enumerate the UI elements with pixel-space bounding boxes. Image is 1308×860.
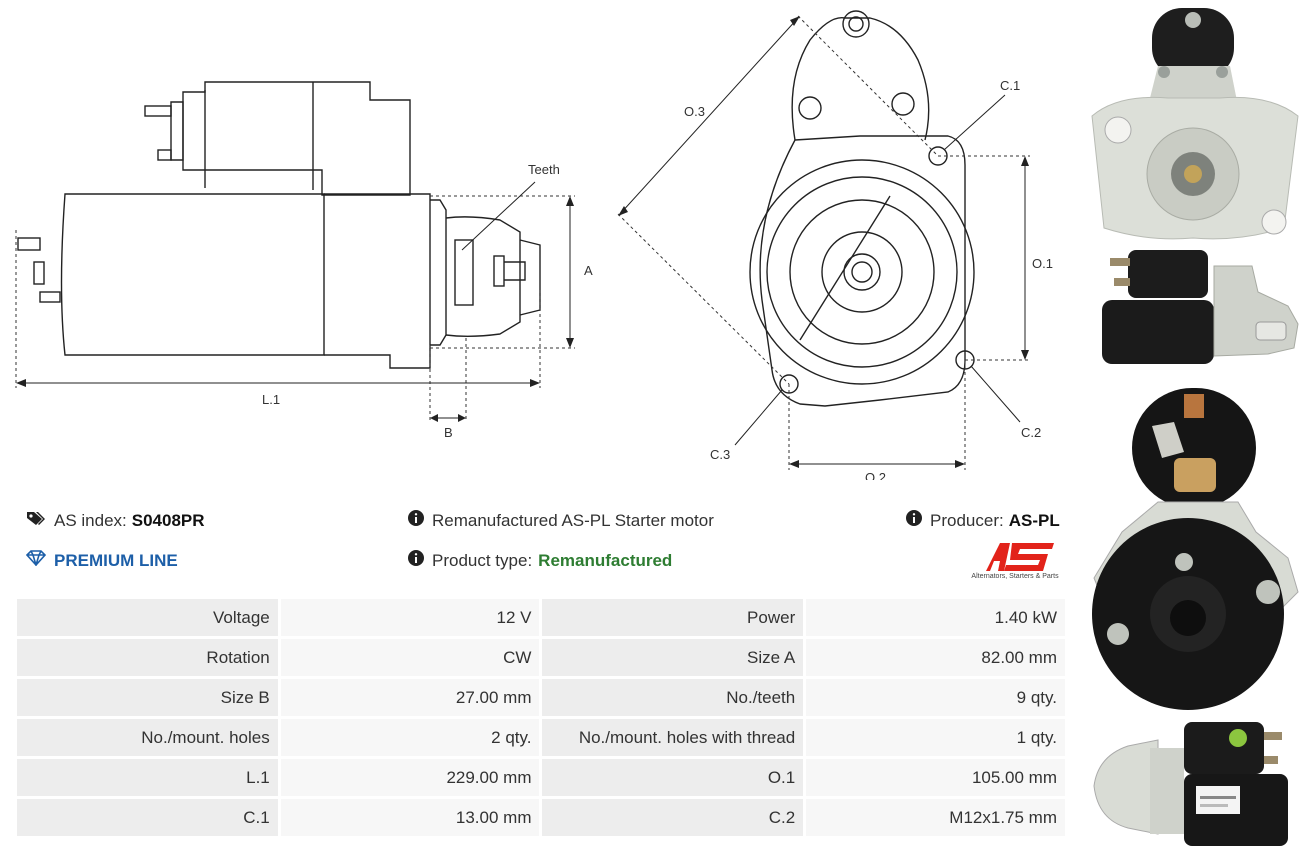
spec-value: 2 qty.: [280, 719, 540, 756]
o3-label: O.3: [684, 104, 705, 119]
description-text: Remanufactured AS-PL Starter motor: [432, 510, 714, 530]
info-icon: [408, 510, 424, 531]
spec-value: 13.00 mm: [280, 799, 540, 836]
info-icon: [906, 510, 922, 531]
spec-label: Voltage: [17, 599, 278, 636]
spec-value: 1 qty.: [806, 719, 1065, 756]
table-row: No./mount. holes 2 qty. No./mount. holes…: [17, 719, 1065, 756]
size-a-label: A: [584, 263, 593, 278]
product-photo-side[interactable]: [1088, 244, 1300, 374]
spec-label: No./teeth: [542, 679, 804, 716]
as-index-value: S0408PR: [131, 510, 205, 530]
spec-value: 27.00 mm: [280, 679, 540, 716]
spec-label: No./mount. holes: [17, 719, 278, 756]
size-b-label: B: [444, 425, 453, 440]
table-row: Size B 27.00 mm No./teeth 9 qty.: [17, 679, 1065, 716]
product-photo-label-side[interactable]: [1088, 716, 1300, 854]
as-index-label: AS index:: [54, 510, 127, 530]
spec-label: Rotation: [17, 639, 278, 676]
table-row: Rotation CW Size A 82.00 mm: [17, 639, 1065, 676]
spec-value: M12x1.75 mm: [806, 799, 1065, 836]
table-row: C.1 13.00 mm C.2 M12x1.75 mm: [17, 799, 1065, 836]
spec-value: 9 qty.: [806, 679, 1065, 716]
spec-value: 229.00 mm: [280, 759, 540, 796]
teeth-label: Teeth: [528, 162, 560, 177]
spec-label: C.2: [542, 799, 804, 836]
producer-label: Producer:: [930, 510, 1004, 530]
tag-icon: [26, 510, 46, 531]
spec-label: Size B: [17, 679, 278, 716]
spec-value: 12 V: [280, 599, 540, 636]
info-icon: [408, 550, 424, 571]
spec-label: C.1: [17, 799, 278, 836]
spec-label: O.1: [542, 759, 804, 796]
spec-label: L.1: [17, 759, 278, 796]
premium-line-label: PREMIUM LINE: [54, 550, 178, 570]
c3-label: C.3: [710, 447, 730, 462]
product-type: Product type: Remanufactured: [408, 550, 672, 571]
as-pl-logo: Alternators, Starters & Parts: [960, 539, 1070, 585]
producer-value: AS-PL: [1008, 510, 1060, 530]
table-row: L.1 229.00 mm O.1 105.00 mm: [17, 759, 1065, 796]
c2-label: C.2: [1021, 425, 1041, 440]
product-photo-front[interactable]: [1088, 6, 1300, 242]
premium-line: PREMIUM LINE: [25, 550, 178, 571]
product-photo-rear[interactable]: [1088, 382, 1300, 712]
c1-label: C.1: [1000, 78, 1020, 93]
spec-label: No./mount. holes with thread: [542, 719, 804, 756]
spec-label: Size A: [542, 639, 804, 676]
table-row: Voltage 12 V Power 1.40 kW: [17, 599, 1065, 636]
spec-value: 82.00 mm: [806, 639, 1065, 676]
diamond-icon: [25, 550, 47, 571]
spec-value: CW: [280, 639, 540, 676]
product-type-value: Remanufactured: [538, 550, 673, 570]
l1-label: L.1: [262, 392, 280, 407]
spec-value: 1.40 kW: [806, 599, 1065, 636]
description: Remanufactured AS-PL Starter motor: [408, 510, 714, 531]
technical-drawing: Teeth A L.1 B O.3 C.1 O.1 C.2 C.3 O.2: [15, 10, 1053, 480]
spec-table: Voltage 12 V Power 1.40 kW Rotation CW S…: [14, 596, 1068, 839]
spec-value: 105.00 mm: [806, 759, 1065, 796]
producer: Producer: AS-PL: [906, 510, 1060, 531]
product-type-label: Product type:: [432, 550, 533, 570]
o1-label: O.1: [1032, 256, 1053, 271]
o2-label: O.2: [865, 470, 886, 480]
as-index: AS index: S0408PR: [26, 510, 205, 531]
logo-caption: Alternators, Starters & Parts: [971, 573, 1059, 580]
spec-label: Power: [542, 599, 804, 636]
